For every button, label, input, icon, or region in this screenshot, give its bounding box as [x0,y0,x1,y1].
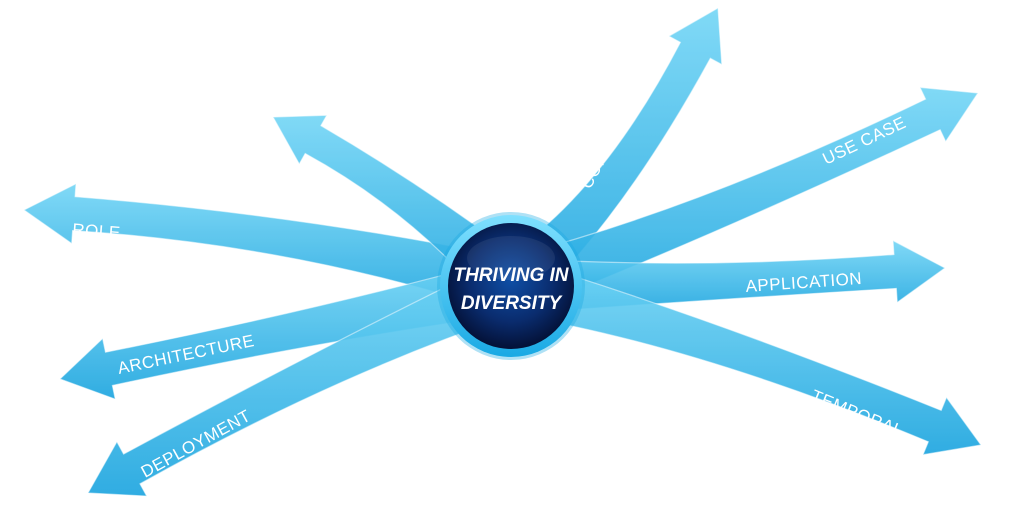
arrow-deployment [87,259,523,497]
arrow-use-case [501,86,980,314]
hub-title-line2: DIVERSITY [461,293,564,314]
center-hub: THRIVING IN DIVERSITY [437,212,585,360]
hub-title-line1: THRIVING IN [453,265,569,286]
arrow-role [22,182,519,314]
arrow-temporal [503,257,983,456]
arrow-label-role: ROLE [72,220,122,242]
